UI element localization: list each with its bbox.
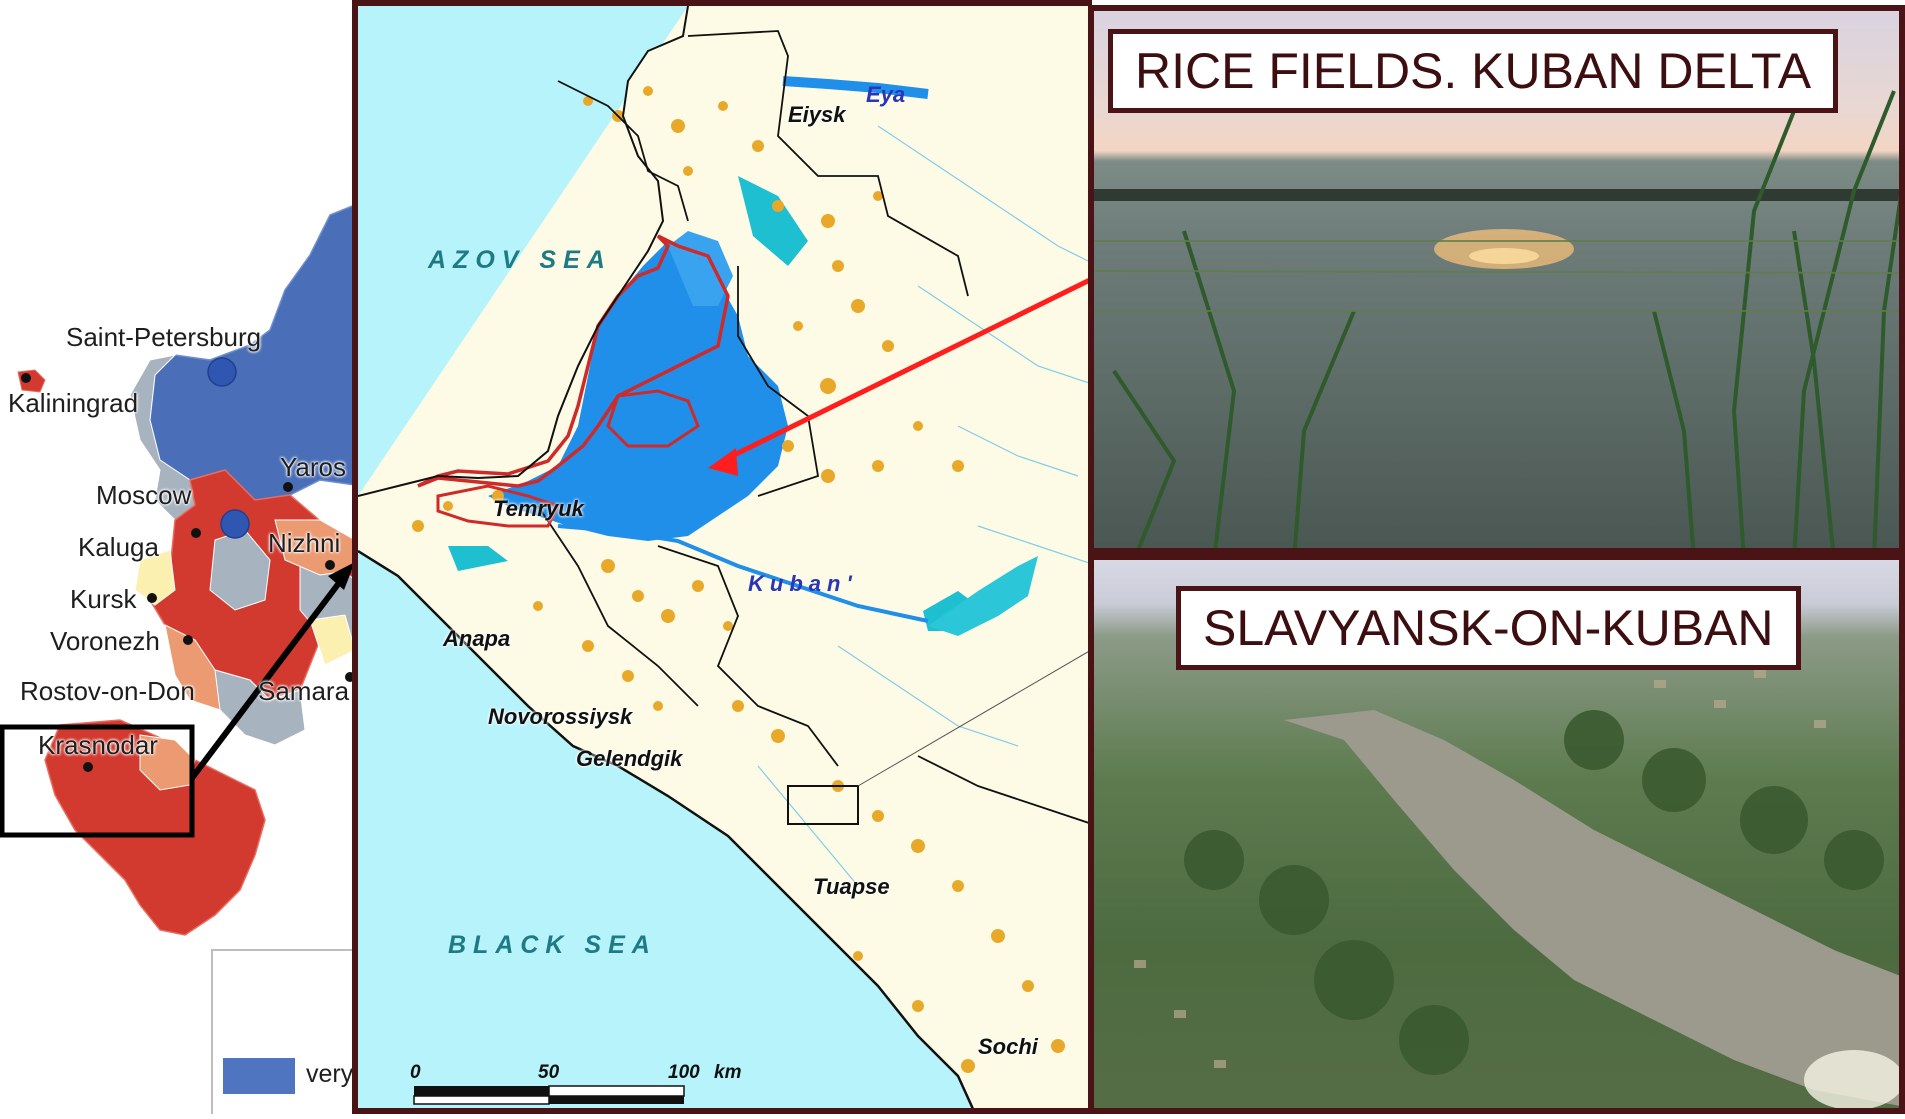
coastline-azov (358, 6, 689, 497)
photo-title-rice-fields: RICE FIELDS. KUBAN DELTA (1108, 29, 1839, 113)
teal-marsh-2 (448, 546, 508, 571)
krasnodar-highlight-box (0, 724, 195, 838)
city-label-kaliningrad: Kaliningrad (8, 388, 139, 418)
city-label-yaroslavl: Yaros (280, 452, 346, 482)
city-label-kaluga: Kaluga (78, 532, 159, 562)
rice-photo-arrow-line (720, 276, 1092, 464)
minor-rivers (757, 125, 1092, 887)
slavyansk-location-box (787, 785, 859, 825)
scale-label-0: 0 (410, 1062, 421, 1083)
protected-area-outline (417, 234, 730, 488)
rice-photo-arrow-head (708, 448, 738, 476)
town-label-sochi: Sochi (978, 1034, 1038, 1059)
land-taman (358, 6, 1092, 1108)
region-gray-south (214, 669, 306, 746)
teal-marsh-1 (738, 176, 808, 266)
rice-fields-layer (412, 86, 1065, 1073)
reeds (1112, 90, 1899, 548)
scale-label-50: 50 (538, 1062, 560, 1083)
azov-sea-label: AZOV SEA (428, 246, 612, 274)
eya-river (782, 76, 929, 99)
city-label-saint-petersburg: Saint-Petersburg (66, 322, 262, 352)
city-label-samara: Samara (258, 676, 350, 706)
city-dot-krasnodar (83, 762, 93, 772)
tree-clusters (1184, 710, 1884, 1075)
kuban-river (557, 524, 929, 623)
city-dot-kaluga (191, 528, 201, 538)
zoom-arrow-line (189, 573, 348, 780)
region-yellow-west (134, 549, 176, 606)
city-circle-moscow (220, 509, 250, 539)
city-circle-saint-petersburg (207, 357, 237, 387)
scale-label-unit: km (714, 1062, 742, 1083)
slavyansk-pointer-line (857, 648, 1092, 787)
photo-rice-fields: RICE FIELDS. KUBAN DELTA (1088, 5, 1905, 554)
eya-river-label: Eya (866, 82, 906, 107)
city-dot-yaroslavl (283, 482, 293, 492)
town-label-anapa: Anapa (443, 626, 511, 651)
coastline-black-sea (358, 549, 974, 1108)
city-label-kursk: Kursk (70, 584, 137, 614)
city-label-krasnodar: Krasnodar (38, 730, 158, 760)
legend-swatch-very (223, 1058, 295, 1094)
district-boundaries (537, 30, 1092, 825)
krasnodar-reservoir (928, 556, 1038, 636)
overview-map: Saint-Petersburg Kaliningrad Yaros Mosco… (0, 0, 363, 1119)
slavyansk-scene (1134, 660, 1899, 1108)
protected-area-outline-3 (436, 484, 561, 528)
protected-area-outline-2 (606, 389, 700, 448)
city-label-voronezh: Voronezh (50, 626, 160, 656)
photo-title-slavyansk: SLAVYANSK-ON-KUBAN (1176, 586, 1801, 670)
town-label-temryuk: Temryuk (493, 496, 584, 521)
kuban-river-label: Kuban' (748, 571, 858, 596)
city-label-rostov: Rostov-on-Don (20, 676, 195, 706)
town-label-tuapse: Tuapse (813, 874, 890, 899)
scale-bar (413, 1085, 685, 1105)
zoom-arrow-head (328, 562, 355, 590)
overview-map-canvas (0, 203, 363, 1119)
city-dot-kaliningrad (21, 373, 31, 383)
scale-label-100: 100 (668, 1062, 700, 1083)
photo-slavyansk: SLAVYANSK-ON-KUBAN (1088, 554, 1905, 1114)
city-dot-kursk (147, 593, 157, 603)
city-dot-voronezh (183, 635, 193, 645)
detail-map-frame: AZOV SEA BLACK SEA Eya Kuban' Eiysk Temr… (352, 0, 1092, 1114)
city-label-nizhny: Nizhni (268, 528, 341, 558)
rice-fields-scene (1094, 90, 1899, 548)
black-sea-label: BLACK SEA (448, 931, 657, 959)
town-label-gelendgik: Gelendgik (576, 746, 683, 771)
town-label-novorossiysk: Novorossiysk (488, 704, 633, 729)
detail-map-canvas (358, 6, 1092, 1108)
city-dot-nizhny (325, 560, 335, 570)
city-label-moscow: Moscow (96, 480, 192, 510)
kuban-river-photo (1284, 710, 1899, 1106)
town-label-eiysk: Eiysk (788, 102, 846, 127)
legend-label-very: very (306, 1060, 354, 1088)
